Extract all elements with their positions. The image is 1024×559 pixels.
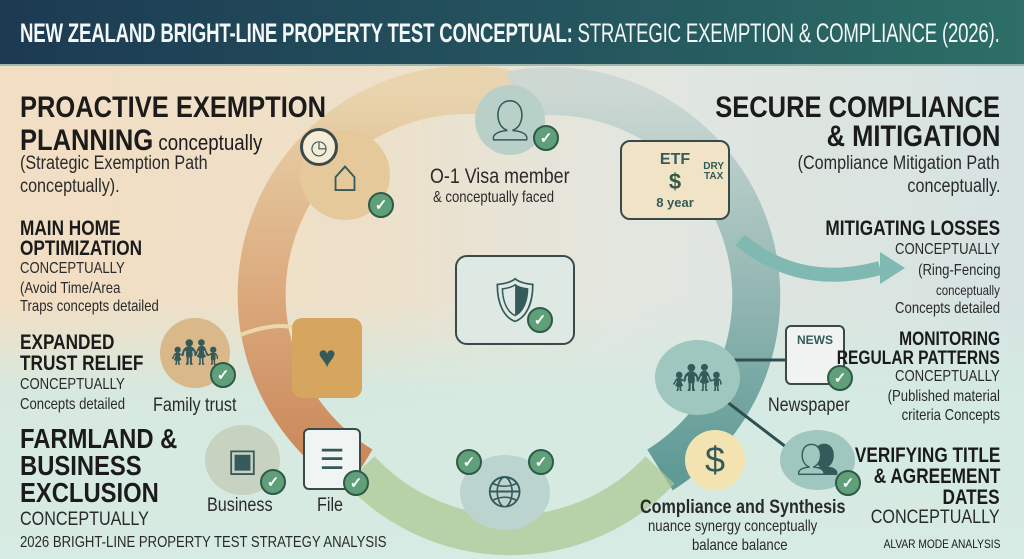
arrow-to-losses — [735, 234, 882, 282]
left-heading-line-2: PLANNING conceptually — [20, 124, 263, 157]
farmland-title-1: FARMLAND & — [20, 423, 178, 454]
main-home-line-1: CONCEPTUALLY — [20, 260, 125, 277]
trust-line-2: Concepts detailed — [20, 396, 126, 413]
farmland-title-3: EXCLUSION — [20, 477, 159, 508]
verifying-line-1: CONCEPTUALLY — [871, 507, 1000, 528]
verifying-title-3: DATES — [942, 486, 1000, 509]
synthesis-title: Compliance and Synthesis — [640, 497, 846, 518]
farmland-title-2: BUSINESS — [20, 450, 142, 481]
left-heading-line-1: PROACTIVE EXEMPTION — [20, 91, 327, 124]
news-label: NEWS — [797, 333, 833, 347]
arrow-head — [880, 252, 905, 284]
monitoring-line-3: criteria Concepts — [901, 407, 1000, 424]
etf-label: ETF — [659, 150, 691, 168]
main-home-line-2: (Avoid Time/Area — [20, 280, 121, 297]
person-visa-icon: 👤︎✓ — [475, 85, 559, 155]
verifying-title-1: VERIFYING TITLE — [854, 444, 1000, 467]
monitoring-title-1: MONITORING — [899, 329, 1000, 350]
globe-money-icon: 🌐︎✓✓ — [456, 449, 554, 530]
verifying-title-2: & AGREEMENT — [873, 465, 1000, 488]
ring-bottom-arc — [345, 456, 675, 556]
business-icon: ▣✓ — [205, 425, 286, 495]
globe-sprout-money-icon: $ — [685, 430, 745, 490]
left-subtitle-2: conceptually). — [20, 176, 120, 197]
farmland-line-1: CONCEPTUALLY — [20, 509, 149, 530]
main-home-title-2: OPTIMIZATION — [20, 237, 143, 260]
id-shield-icon: 🛡︎✓ — [455, 255, 575, 345]
file-icon: ☰✓ — [303, 428, 369, 496]
visa-label-2: & conceptually faced — [433, 189, 555, 206]
newspaper-icon: NEWS✓ — [785, 325, 853, 391]
trust-title-1: EXPANDED — [20, 331, 115, 354]
page-title: NEW ZEALAND BRIGHT-LINE PROPERTY TEST CO… — [20, 18, 1000, 49]
trust-title-2: TRUST RELIEF — [20, 352, 144, 375]
eight-year-badge: 8 year — [656, 194, 694, 210]
monitoring-title-2: REGULAR PATTERNS — [836, 348, 1000, 369]
ring-warm-arc — [237, 65, 518, 491]
newspaper-label: Newspaper — [768, 395, 850, 416]
monitoring-line-1: CONCEPTUALLY — [895, 368, 1000, 385]
losses-line-4: Concepts detailed — [894, 300, 1000, 317]
synthesis-line-1: nuance synergy conceptually — [648, 518, 818, 535]
business-label: Business — [207, 495, 273, 516]
family-trust-label: Family trust — [153, 395, 237, 416]
left-subtitle-1: (Strategic Exemption Path — [20, 153, 208, 174]
header-banner: NEW ZEALAND BRIGHT-LINE PROPERTY TEST CO… — [0, 0, 1024, 66]
visa-label-1: O-1 Visa member — [430, 165, 570, 188]
losses-title: MITIGATING LOSSES — [825, 217, 1000, 240]
clock-icon: ◷ — [300, 128, 338, 166]
right-heading-line-2: & MITIGATION — [826, 120, 1000, 153]
losses-line-2: (Ring-Fencing — [917, 262, 1000, 279]
right-heading-line-1: SECURE COMPLIANCE — [715, 91, 1000, 124]
title-bold: NEW ZEALAND BRIGHT-LINE PROPERTY TEST CO… — [20, 18, 573, 48]
left-footer: 2026 BRIGHT-LINE PROPERTY TEST STRATEGY … — [20, 534, 387, 551]
ring-cool-arc — [507, 67, 781, 491]
main-home-title-1: MAIN HOME — [20, 217, 121, 240]
right-subtitle-2: conceptually. — [906, 176, 1000, 197]
team-icon: 👥︎✓ — [780, 430, 861, 496]
trust-line-1: CONCEPTUALLY — [20, 376, 125, 393]
title-rest: STRATEGIC EXEMPTION & COMPLIANCE (2026). — [572, 18, 1000, 48]
family-trust-icon: 👪︎✓ — [160, 318, 236, 388]
file-label: File — [317, 495, 344, 516]
monitoring-line-2: (Published material — [887, 388, 1000, 405]
life-vest-heart-icon: ♥ — [292, 318, 362, 398]
losses-line-3: conceptually — [936, 282, 1000, 298]
right-subtitle-1: (Compliance Mitigation Path — [798, 153, 1000, 174]
synthesis-line-2: balance balance — [692, 537, 788, 554]
right-footer: ALVAR MODE ANALYSIS — [883, 537, 1000, 551]
family-icon: 👪︎ — [655, 340, 740, 415]
main-home-line-3: Traps concepts detailed — [20, 298, 159, 315]
losses-line-1: CONCEPTUALLY — [895, 241, 1000, 258]
